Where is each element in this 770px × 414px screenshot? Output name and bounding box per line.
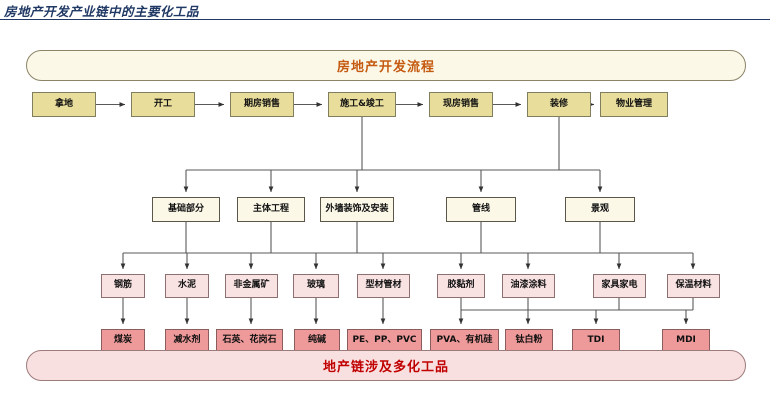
page-title-bar: 房地产开发产业链中的主要化工品 bbox=[0, 0, 770, 22]
node-rebar[interactable]: 钢筋 bbox=[101, 274, 145, 298]
node-titanium-dioxide[interactable]: 钛白粉 bbox=[505, 329, 553, 353]
node-insulation[interactable]: 保温材料 bbox=[667, 274, 720, 298]
page-title: 房地产开发产业链中的主要化工品 bbox=[4, 4, 200, 19]
node-water-reducer[interactable]: 减水剂 bbox=[165, 329, 209, 353]
node-soda-ash[interactable]: 纯碱 bbox=[294, 329, 340, 353]
node-facade-install[interactable]: 外墙装饰及安装 bbox=[320, 197, 394, 222]
node-property-mgmt[interactable]: 物业管理 bbox=[600, 92, 668, 117]
node-tdi[interactable]: TDI bbox=[572, 329, 620, 353]
node-glass[interactable]: 玻璃 bbox=[293, 274, 339, 298]
node-profile-pipe[interactable]: 型材管材 bbox=[357, 274, 410, 298]
banner-chemicals-summary: 地产链涉及多化工品 bbox=[26, 350, 746, 381]
node-presale[interactable]: 期房销售 bbox=[230, 92, 294, 117]
node-existing-home-sale[interactable]: 现房销售 bbox=[429, 92, 493, 117]
node-decoration[interactable]: 装修 bbox=[527, 92, 591, 117]
node-start-construction[interactable]: 开工 bbox=[131, 92, 195, 117]
node-pipelines[interactable]: 管线 bbox=[446, 197, 516, 222]
node-furniture-appliance[interactable]: 家具家电 bbox=[593, 274, 646, 298]
title-divider bbox=[0, 19, 770, 20]
diagram-canvas: 房地产开发流程 拿地 开工 期房销售 施工&竣工 现房销售 装修 物业管理 基础… bbox=[0, 22, 770, 414]
node-land-acquisition[interactable]: 拿地 bbox=[32, 92, 96, 117]
node-main-structure[interactable]: 主体工程 bbox=[237, 197, 305, 222]
node-build-complete[interactable]: 施工&竣工 bbox=[328, 92, 396, 117]
banner-development-process: 房地产开发流程 bbox=[26, 50, 746, 81]
node-cement[interactable]: 水泥 bbox=[165, 274, 209, 298]
node-nonmetal-ore[interactable]: 非金属矿 bbox=[225, 274, 278, 298]
node-paint-coating[interactable]: 油漆涂料 bbox=[502, 274, 555, 298]
node-adhesive[interactable]: 胶黏剂 bbox=[437, 274, 485, 298]
node-foundation[interactable]: 基础部分 bbox=[152, 197, 220, 222]
node-landscape[interactable]: 景观 bbox=[565, 197, 635, 222]
